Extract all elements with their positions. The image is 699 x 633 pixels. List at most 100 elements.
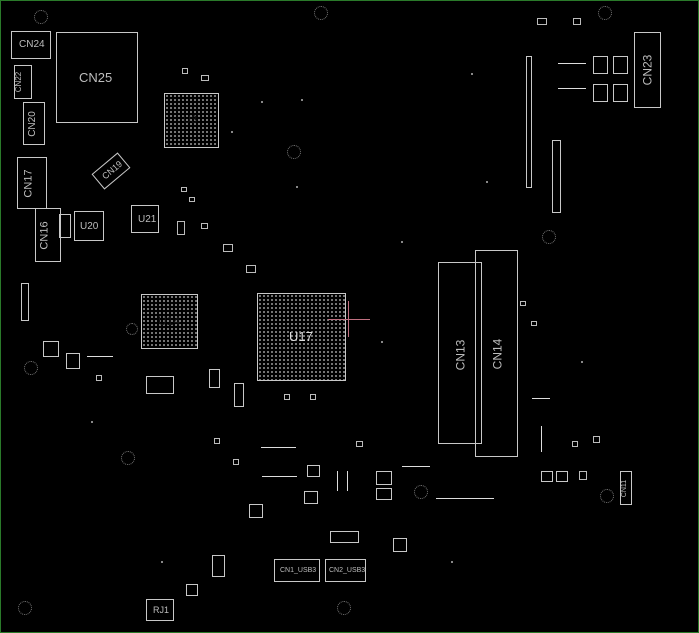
rj1-label: RJ1 — [153, 605, 170, 615]
pad — [189, 197, 195, 202]
via — [381, 341, 383, 343]
part-square-5 — [43, 341, 59, 357]
pad — [96, 375, 102, 381]
connector-cn20[interactable]: CN20 — [23, 102, 45, 145]
via — [486, 181, 488, 183]
probe-marker — [328, 319, 370, 320]
pad — [181, 187, 187, 192]
part-square-10 — [556, 471, 568, 482]
u20-label: U20 — [80, 221, 99, 232]
part-chip-small-3 — [234, 383, 244, 407]
via — [296, 186, 298, 188]
pad — [356, 441, 363, 447]
part-crystal — [330, 531, 359, 543]
pad — [579, 471, 587, 480]
connector-cn23[interactable]: CN23 — [634, 32, 661, 108]
trace-5 — [261, 447, 296, 448]
connector-cn17[interactable]: CN17 — [17, 157, 47, 209]
trace-4 — [402, 466, 430, 467]
connector-cn19[interactable]: CN19 — [91, 152, 131, 190]
via — [231, 131, 233, 133]
pad — [593, 436, 600, 443]
mount-hole — [600, 489, 614, 503]
cn2-usb3-label: CN2_USB3 — [329, 567, 366, 574]
cn16-label: CN16 — [38, 221, 51, 250]
mount-hole — [24, 361, 38, 375]
cn23-label: CN23 — [640, 54, 655, 86]
pad — [531, 321, 537, 326]
part-square-9 — [541, 471, 553, 482]
pad — [201, 223, 208, 229]
trace-10 — [347, 471, 348, 491]
part-square-14 — [307, 465, 320, 477]
connector-cn24[interactable]: CN24 — [11, 31, 51, 59]
part-chip-small-2 — [209, 369, 220, 388]
trace-3 — [436, 498, 494, 499]
trace-2 — [558, 88, 586, 89]
part-square-13 — [304, 491, 318, 504]
cn22-label: CN22 — [14, 71, 24, 93]
part-slim-connector-left — [21, 283, 29, 321]
connector-cn25[interactable]: CN25 — [56, 32, 138, 123]
u17-label: U17 — [289, 329, 313, 344]
pad — [246, 265, 256, 273]
pad — [537, 18, 547, 25]
mount-hole — [337, 601, 351, 615]
connector-cn11[interactable]: CN11 — [620, 471, 632, 505]
mount-hole — [598, 6, 612, 20]
u21-label: U21 — [138, 214, 157, 225]
part-crystal-2 — [212, 555, 225, 577]
connector-cn16[interactable]: CN16 — [35, 208, 61, 262]
trace-1 — [558, 63, 586, 64]
chip-u20[interactable]: U20 — [74, 211, 104, 241]
cn19-label: CN19 — [100, 158, 125, 182]
cn13-label: CN13 — [453, 339, 468, 371]
part-square-11 — [376, 471, 392, 485]
via — [161, 561, 163, 563]
via — [471, 73, 473, 75]
connector-cn22[interactable]: CN22 — [14, 65, 32, 99]
trace-11 — [337, 471, 338, 491]
connector-cn2-usb3[interactable]: CN2_USB3 — [325, 559, 366, 582]
chip-u14[interactable]: U14 — [141, 294, 198, 349]
pad — [201, 75, 209, 81]
chip-u17[interactable]: U17 — [257, 293, 346, 381]
connector-cn13[interactable]: CN13 — [438, 262, 482, 444]
via — [301, 99, 303, 101]
pad — [233, 459, 239, 465]
part-square-7 — [249, 504, 263, 518]
pad — [310, 394, 316, 400]
trace-8 — [541, 426, 542, 452]
cn24-label: CN24 — [19, 39, 45, 50]
pad — [182, 68, 188, 74]
connector-rj1[interactable]: RJ1 — [146, 599, 174, 621]
mount-hole — [121, 451, 135, 465]
cn17-label: CN17 — [22, 169, 35, 198]
cn11-label: CN11 — [621, 479, 629, 498]
mount-hole — [34, 10, 48, 24]
via — [451, 561, 453, 563]
trace-6 — [262, 476, 297, 477]
part-square-15 — [186, 584, 198, 596]
via — [261, 101, 263, 103]
connector-cn1-usb3[interactable]: CN1_USB3 — [274, 559, 320, 582]
chip-u3[interactable]: U3 — [164, 93, 219, 148]
cn1-usb3-label: CN1_USB3 — [280, 567, 317, 574]
probe-marker-v — [348, 301, 349, 337]
trace-9 — [532, 398, 550, 399]
mount-hole — [314, 6, 328, 20]
pad — [573, 18, 581, 25]
pad — [284, 394, 290, 400]
via — [91, 421, 93, 423]
pad — [520, 301, 526, 306]
part-square-4 — [613, 56, 628, 74]
part-square-8 — [393, 538, 407, 552]
u3-label: U3 — [183, 114, 198, 126]
via — [401, 241, 403, 243]
chip-u21[interactable]: U21 — [131, 205, 159, 233]
trace-7 — [87, 356, 113, 357]
cn14-label: CN14 — [490, 338, 505, 370]
connector-cn14[interactable]: CN14 — [475, 250, 518, 457]
u14-label: U14 — [158, 314, 181, 328]
